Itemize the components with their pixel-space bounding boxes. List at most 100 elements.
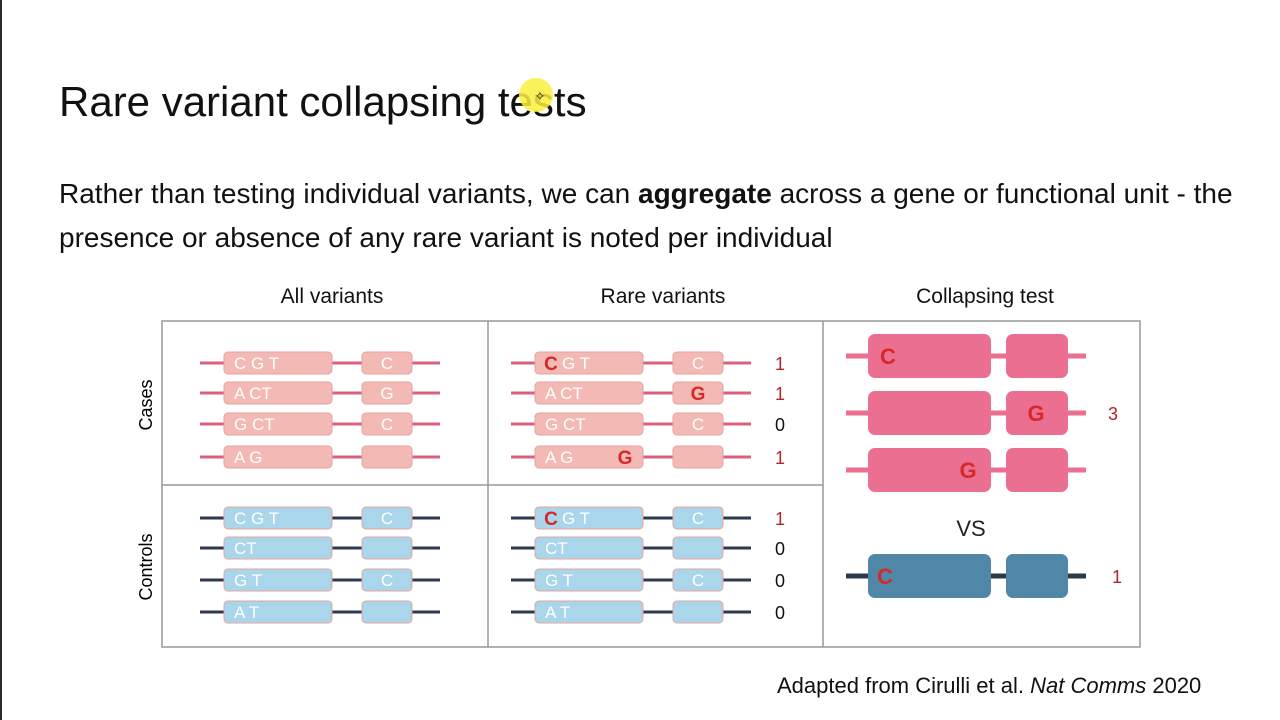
citation-post: 2020 <box>1146 673 1202 698</box>
rare-case-seq-text: G CT <box>545 415 586 434</box>
all-control-seq-text: A T <box>234 603 259 622</box>
rare-case-exon-1 <box>534 412 644 436</box>
citation: Adapted from Cirulli et al. Nat Comms 20… <box>777 673 1201 699</box>
collapse-control-exon-1 <box>868 554 991 598</box>
cursor-icon: ✧ <box>534 88 546 104</box>
all-case-exon-1 <box>223 351 333 375</box>
rare-case-seq-text-2: G <box>691 384 704 403</box>
rare-case-exon-2 <box>672 445 724 469</box>
all-case-seq-text-2: C <box>381 415 393 434</box>
rare-flag: 1 <box>775 448 785 468</box>
rare-flag: 0 <box>775 571 785 591</box>
all-case-exon-2 <box>361 445 413 469</box>
all-case-seq-text: A CT <box>234 384 272 403</box>
all-control-exon-1 <box>223 600 333 624</box>
rare-variant-letter: G <box>618 448 633 469</box>
column-header-collapsing-test: Collapsing test <box>916 285 1054 308</box>
rare-case-seq-text: A CT <box>545 384 583 403</box>
row-label-controls: Controls <box>136 533 156 600</box>
rare-case-exon-2 <box>672 412 724 436</box>
all-control-exon-2 <box>361 506 413 530</box>
rare-control-seq-text: CT <box>545 539 568 558</box>
rare-variant-letter: G <box>691 384 706 405</box>
collapse-letter: G <box>959 458 976 483</box>
rare-case-seq-text-2: C <box>692 354 704 373</box>
collapsed-control-count: 1 <box>1112 567 1122 587</box>
collapse-control-letter: C <box>877 564 893 589</box>
rare-control-exon-1 <box>534 506 644 530</box>
rare-control-seq-text: C G T <box>545 509 590 528</box>
all-control-exon-2 <box>361 568 413 592</box>
body-text-pre: Rather than testing individual variants,… <box>59 178 638 209</box>
all-case-seq-text: C G T <box>234 354 279 373</box>
collapse-letter: G <box>1027 401 1044 426</box>
all-control-exon-2 <box>361 600 413 624</box>
collapse-case-exon-2 <box>1006 448 1068 492</box>
all-case-seq-text: A G <box>234 448 262 467</box>
all-control-exon-1 <box>223 536 333 560</box>
all-case-exon-1 <box>223 412 333 436</box>
all-control-exon-2 <box>361 536 413 560</box>
all-case-seq-text-2: C <box>381 354 393 373</box>
collapse-case-exon-2 <box>1006 391 1068 435</box>
vs-label: VS <box>956 516 985 541</box>
rare-flag: 0 <box>775 415 785 435</box>
body-text-post: across a gene or functional unit - the p… <box>59 178 1233 253</box>
collapse-case-exon-1 <box>868 334 991 378</box>
rare-control-exon-1 <box>534 600 644 624</box>
citation-journal: Nat Comms <box>1030 673 1147 698</box>
all-case-exon-2 <box>361 351 413 375</box>
rare-flag: 0 <box>775 603 785 623</box>
rare-control-exon-2 <box>672 536 724 560</box>
slide-left-border <box>0 0 2 720</box>
rare-variant-letter: C <box>544 509 558 530</box>
rare-flag: 0 <box>775 539 785 559</box>
rare-control-exon-2 <box>672 600 724 624</box>
slide-title: Rare variant collapsing tests <box>59 78 587 125</box>
figure-frame <box>161 320 1141 648</box>
citation-pre: Adapted from Cirulli et al. <box>777 673 1031 698</box>
collapse-case-exon-1 <box>868 448 991 492</box>
rare-case-exon-1 <box>534 351 644 375</box>
rare-case-exon-1 <box>534 445 644 469</box>
body-text-bold: aggregate <box>638 178 772 209</box>
all-case-seq-text: G CT <box>234 415 275 434</box>
rare-variant-letter: C <box>544 354 558 375</box>
collapse-case-exon-1 <box>868 391 991 435</box>
rare-flag: 1 <box>775 354 785 374</box>
rare-control-exon-1 <box>534 536 644 560</box>
collapsed-case-count: 3 <box>1108 404 1118 424</box>
laser-pointer-highlight <box>519 78 553 112</box>
rare-case-exon-1 <box>534 381 644 405</box>
all-case-exon-1 <box>223 445 333 469</box>
column-header-all-variants: All variants <box>280 285 384 308</box>
rare-control-seq-text: A T <box>545 603 570 622</box>
all-case-exon-2 <box>361 381 413 405</box>
collapse-letter: C <box>880 344 896 369</box>
collapse-control-exon-2 <box>1006 554 1068 598</box>
all-control-exon-1 <box>223 568 333 592</box>
all-control-seq-text-2: C <box>381 571 393 590</box>
all-control-seq-text: CT <box>234 539 257 558</box>
rare-control-exon-1 <box>534 568 644 592</box>
rare-case-seq-text-2: C <box>692 415 704 434</box>
rare-case-exon-2 <box>672 381 724 405</box>
all-control-seq-text: G T <box>234 571 262 590</box>
all-control-seq-text-2: C <box>381 509 393 528</box>
rare-control-seq-text-2: C <box>692 509 704 528</box>
rare-control-seq-text-2: C <box>692 571 704 590</box>
all-case-exon-1 <box>223 381 333 405</box>
rare-flag: 1 <box>775 384 785 404</box>
rare-control-exon-2 <box>672 568 724 592</box>
all-control-seq-text: C G T <box>234 509 279 528</box>
all-control-exon-1 <box>223 506 333 530</box>
rare-control-seq-text: G T <box>545 571 573 590</box>
all-case-exon-2 <box>361 412 413 436</box>
rare-flag: 1 <box>775 509 785 529</box>
column-header-rare-variants: Rare variants <box>600 285 726 308</box>
rare-case-seq-text: A G <box>545 448 573 467</box>
all-case-seq-text-2: G <box>380 384 393 403</box>
rare-control-exon-2 <box>672 506 724 530</box>
body-paragraph: Rather than testing individual variants,… <box>59 172 1249 260</box>
